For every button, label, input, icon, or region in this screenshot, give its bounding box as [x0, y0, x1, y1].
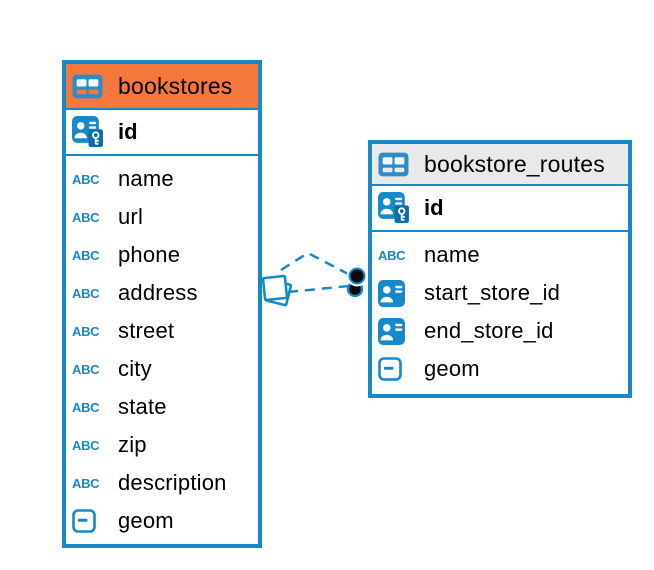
column-row-address[interactable]: ABC address — [66, 274, 258, 312]
table-header[interactable]: bookstores — [66, 64, 258, 110]
person-card-icon — [378, 279, 416, 307]
overlapping-dots-marker[interactable] — [346, 265, 368, 298]
table-title: bookstores — [118, 72, 233, 99]
entity-table-bookstores[interactable]: bookstores id ABC — [62, 60, 262, 548]
column-row-name[interactable]: ABC name — [372, 236, 628, 274]
table-title: bookstore_routes — [424, 150, 605, 177]
column-row-street[interactable]: ABC street — [66, 312, 258, 350]
abc-icon: ABC — [72, 437, 100, 453]
geometry-icon — [72, 509, 110, 533]
table-icon — [378, 152, 416, 177]
column-list: ABC name start_store_id — [372, 232, 628, 388]
column-name: state — [118, 394, 167, 419]
person-key-icon — [72, 116, 110, 148]
entity-table-bookstore-routes[interactable]: bookstore_routes id — [368, 140, 632, 398]
column-list: ABC name ABC url ABC phone ABC address A… — [66, 156, 258, 540]
relationship-line-lower[interactable] — [287, 284, 350, 294]
column-row-description[interactable]: ABC description — [66, 464, 258, 502]
column-name: end_store_id — [424, 318, 554, 343]
column-row-url[interactable]: ABC url — [66, 198, 258, 236]
abc-icon: ABC — [72, 361, 100, 377]
column-name: phone — [118, 242, 181, 267]
abc-icon: ABC — [72, 209, 100, 225]
abc-icon: ABC — [72, 323, 100, 339]
column-row-start-store-id[interactable]: start_store_id — [372, 274, 628, 312]
column-name: zip — [118, 432, 147, 457]
column-row-phone[interactable]: ABC phone — [66, 236, 258, 274]
column-name: name — [424, 242, 480, 267]
pk-column-name: id — [424, 195, 444, 220]
table-icon — [72, 74, 110, 99]
abc-icon: ABC — [378, 247, 406, 263]
column-name: address — [118, 280, 198, 305]
abc-icon: ABC — [72, 285, 100, 301]
abc-icon: ABC — [72, 247, 100, 263]
abc-icon: ABC — [72, 171, 100, 187]
column-name: description — [118, 470, 227, 495]
pk-row[interactable]: id — [66, 110, 258, 156]
person-key-icon — [378, 192, 416, 224]
column-row-name[interactable]: ABC name — [66, 160, 258, 198]
person-card-icon — [378, 317, 416, 345]
relationship-line-upper[interactable] — [280, 251, 353, 278]
column-row-city[interactable]: ABC city — [66, 350, 258, 388]
column-name: geom — [424, 356, 480, 381]
column-row-geom[interactable]: geom — [372, 350, 628, 388]
column-name: start_store_id — [424, 280, 561, 305]
column-row-geom[interactable]: geom — [66, 502, 258, 540]
column-name: url — [118, 204, 144, 229]
table-header[interactable]: bookstore_routes — [372, 144, 628, 186]
pk-column-name: id — [118, 119, 138, 144]
geometry-icon — [378, 357, 416, 381]
column-row-zip[interactable]: ABC zip — [66, 426, 258, 464]
column-row-end-store-id[interactable]: end_store_id — [372, 312, 628, 350]
abc-icon: ABC — [72, 475, 100, 491]
column-name: geom — [118, 508, 174, 533]
column-name: street — [118, 318, 175, 343]
abc-icon: ABC — [72, 399, 100, 415]
overlapping-squares-marker[interactable] — [261, 274, 293, 307]
column-name: city — [118, 356, 152, 381]
pk-row[interactable]: id — [372, 186, 628, 232]
column-row-state[interactable]: ABC state — [66, 388, 258, 426]
column-name: name — [118, 166, 174, 191]
